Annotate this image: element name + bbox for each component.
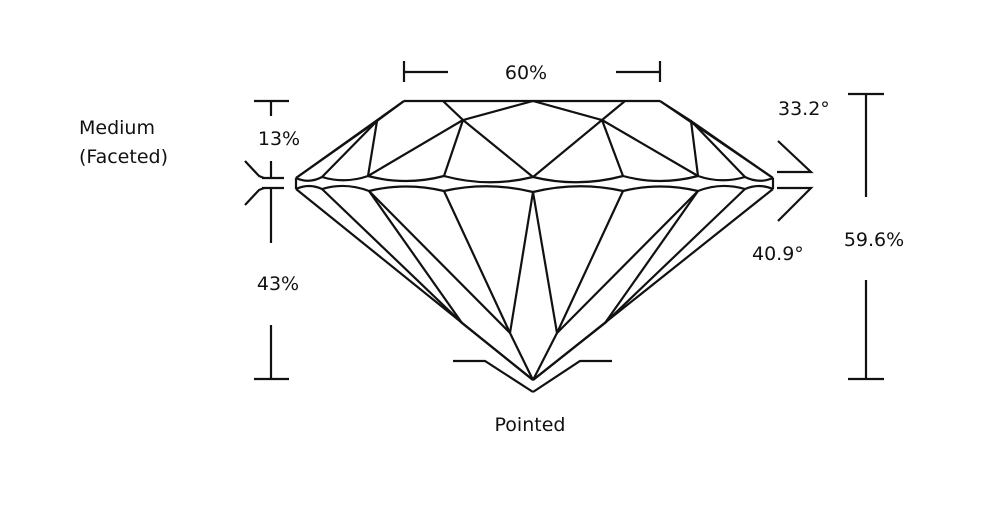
total-depth-dimension-line bbox=[848, 92, 884, 381]
girdle-finish-label: (Faceted) bbox=[79, 146, 168, 168]
pavilion-depth-label: 43% bbox=[256, 273, 300, 295]
crown-angle-label: 33.2° bbox=[778, 98, 830, 120]
girdle-thickness-label: Medium bbox=[79, 117, 155, 139]
pavilion-depth-dimension-line bbox=[244, 186, 289, 381]
angle-markers bbox=[777, 140, 814, 222]
crown-height-dimension-line bbox=[244, 99, 289, 180]
table-percentage-label: 60% bbox=[504, 62, 548, 84]
total-depth-label: 59.6% bbox=[843, 229, 905, 251]
pavilion-angle-label: 40.9° bbox=[752, 243, 804, 265]
culet-label: Pointed bbox=[494, 414, 566, 436]
crown-height-label: 13% bbox=[257, 128, 301, 150]
culet-marker bbox=[453, 359, 612, 393]
table-dimension-line bbox=[402, 61, 662, 82]
diamond-crown bbox=[295, 99, 774, 179]
diamond-pavilion bbox=[295, 188, 774, 381]
diamond-girdle bbox=[294, 174, 775, 194]
